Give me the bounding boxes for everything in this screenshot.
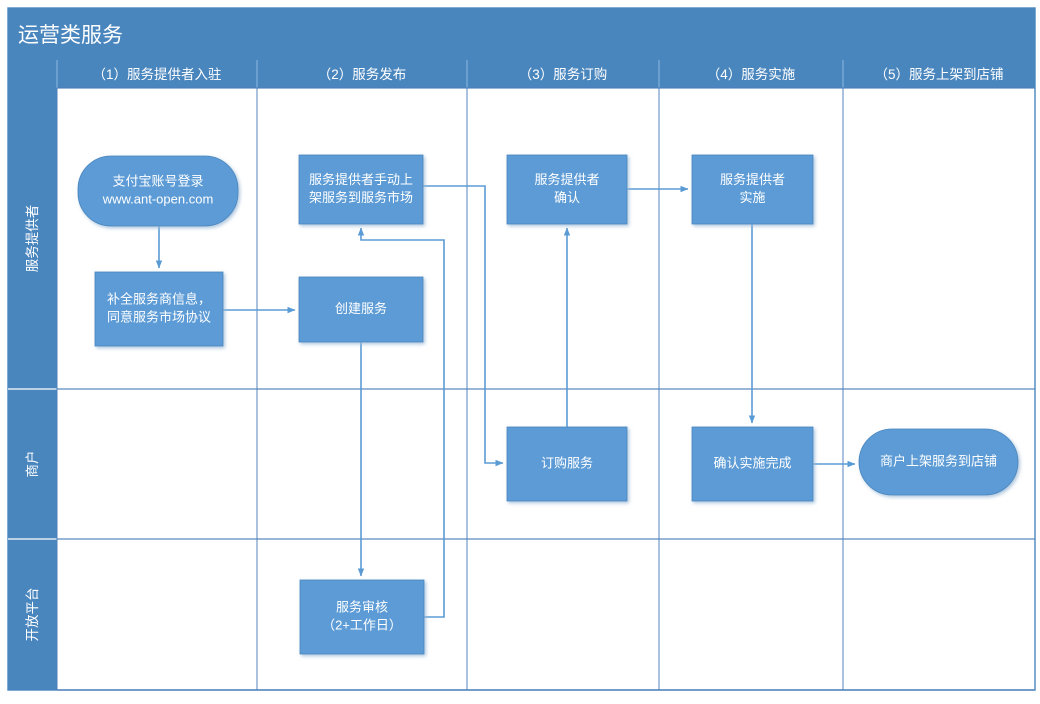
node-n9[interactable]: 商户上架服务到店铺 — [858, 428, 1019, 496]
node-label: 服务审核 — [336, 599, 388, 614]
node-n1[interactable]: 支付宝账号登录 www.ant-open.com — [77, 155, 239, 227]
diagram-title-bar: 运营类服务 — [8, 8, 1035, 60]
swimlane-band-3 — [8, 539, 57, 690]
grid-lines — [56, 87, 1035, 691]
node-shape-rect[interactable] — [298, 154, 424, 225]
phase-header-5: （5）服务上架到店铺 — [874, 67, 1003, 82]
node-shape-rect[interactable] — [506, 426, 628, 502]
node-label: 支付宝账号登录 — [112, 173, 203, 188]
node-label: 服务提供者 — [534, 172, 599, 187]
node-n7[interactable]: 订购服务 — [506, 426, 628, 502]
node-label: 补全服务商信息， — [107, 291, 211, 306]
swimlane-band-2 — [8, 389, 57, 539]
swimlane-label-3: 开放平台 — [25, 588, 40, 642]
phase-headers: （1）服务提供者入驻 （2）服务发布 （3）服务订购 （4）服务实施 （5）服务上架到店… — [8, 60, 1035, 88]
node-n8[interactable]: 确认实施完成 — [691, 426, 814, 502]
node-shape-rect[interactable] — [298, 276, 424, 343]
phase-header-3: （3）服务订购 — [519, 67, 608, 82]
node-shape-rect[interactable] — [299, 579, 425, 655]
process-nodes: 支付宝账号登录 www.ant-open.com 补全服务商信息， 同意服务市场协议 创… — [77, 154, 1019, 655]
phase-header-2: （2）服务发布 — [318, 67, 407, 82]
diagram-frame — [7, 7, 1036, 691]
node-n3[interactable]: 创建服务 — [298, 276, 424, 343]
connector-n10-to-n4 — [357, 227, 445, 618]
swimlane-label-1: 服务提供者 — [25, 205, 40, 273]
node-n10[interactable]: 服务审核 （2+工作日） — [299, 579, 425, 655]
node-shape-rect[interactable] — [691, 154, 814, 225]
node-shape-rounded[interactable] — [858, 428, 1019, 496]
node-shape-rect[interactable] — [506, 154, 628, 225]
node-shape-rounded[interactable] — [77, 155, 239, 227]
node-label: 实施 — [739, 190, 765, 205]
node-label: 创建服务 — [335, 301, 387, 316]
diagram-title: 运营类服务 — [18, 24, 123, 47]
node-label: 服务提供者手动上 — [309, 172, 413, 187]
swimlane-band-1 — [8, 88, 57, 389]
node-label: 架服务到服务市场 — [309, 190, 413, 205]
node-label: （2+工作日） — [322, 617, 402, 632]
node-label: 订购服务 — [541, 455, 593, 470]
node-label: 同意服务市场协议 — [107, 309, 211, 324]
node-n2[interactable]: 补全服务商信息， 同意服务市场协议 — [94, 271, 224, 347]
phase-header-1: （1）服务提供者入驻 — [92, 67, 221, 82]
phase-header-4: （4）服务实施 — [707, 67, 796, 82]
node-label: 确认实施完成 — [713, 455, 791, 470]
node-label: 服务提供者 — [720, 172, 785, 187]
node-shape-rect[interactable] — [94, 271, 224, 347]
connector-n4-to-n7 — [423, 185, 504, 467]
node-label: www.ant-open.com — [102, 191, 214, 206]
node-label: 确认 — [554, 190, 580, 205]
connector-lines — [155, 185, 856, 618]
node-shape-rect[interactable] — [691, 426, 814, 502]
node-label: 商户上架服务到店铺 — [880, 453, 997, 468]
swimlane-label-2: 商户 — [24, 451, 40, 478]
